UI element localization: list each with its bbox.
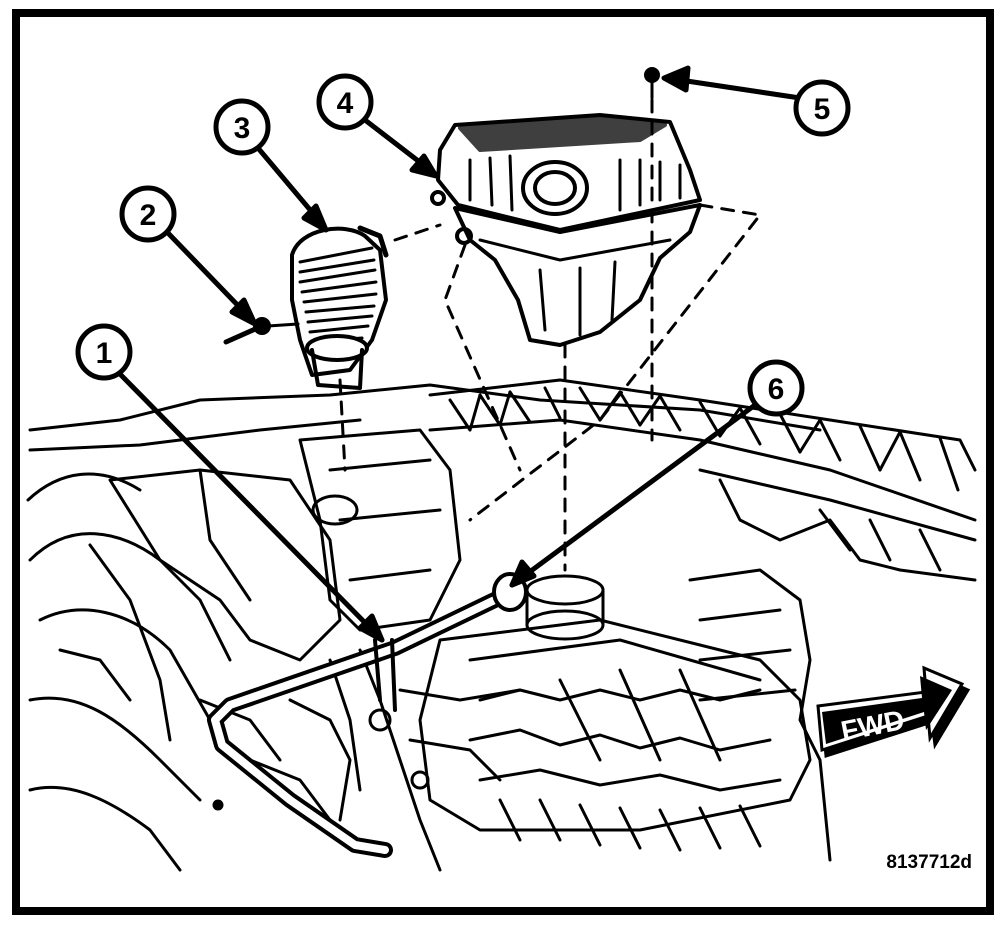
- callout-label-2: 2: [140, 199, 157, 232]
- engine-bay-sketch: [26, 378, 977, 872]
- inlet-hose: [223, 225, 389, 390]
- alignment-guides: [338, 98, 762, 572]
- arrowhead-1: [357, 613, 385, 643]
- forward-direction-arrow: FWD: [816, 665, 971, 759]
- callout-label-1: 1: [96, 337, 113, 370]
- figure-border: [12, 9, 994, 915]
- callout-6: 6: [747, 359, 805, 417]
- arrowhead-3: [301, 203, 329, 233]
- arrowhead-6: [509, 559, 537, 588]
- callout-2: 2: [119, 185, 177, 243]
- callout-label-5: 5: [814, 93, 831, 126]
- leader-lines: [115, 65, 803, 643]
- callout-label-6: 6: [768, 373, 785, 406]
- resonator-tube: [207, 572, 528, 858]
- figure-id: 8137712d: [886, 852, 972, 873]
- arrowhead-2: [229, 297, 258, 327]
- air-cleaner-housing: [430, 67, 702, 347]
- arrowhead-5: [661, 65, 691, 93]
- callout-label-3: 3: [234, 112, 251, 145]
- arrowhead-4: [409, 153, 439, 179]
- callout-5: 5: [793, 79, 851, 137]
- callout-1: 1: [75, 323, 133, 381]
- callout-3: 3: [213, 98, 271, 156]
- callout-4: 4: [316, 73, 374, 131]
- callout-label-4: 4: [337, 87, 354, 120]
